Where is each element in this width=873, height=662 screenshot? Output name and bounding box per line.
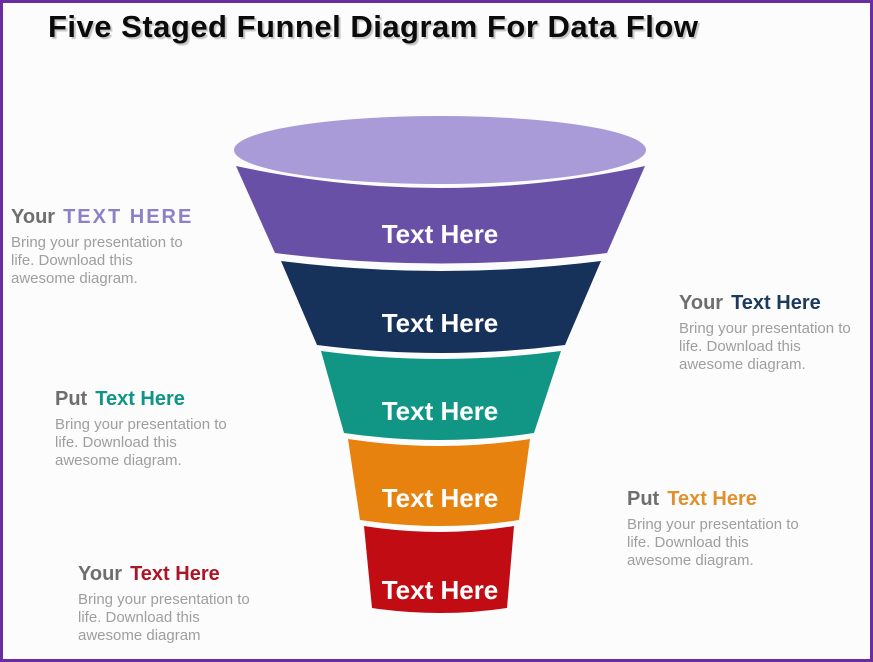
note-stage-5: Your Text Here Bring your presentation to… — [78, 563, 293, 645]
page-title: Five Staged Funnel Diagram For Data Flow — [48, 9, 699, 44]
funnel-stage-1-shape — [236, 166, 645, 264]
note-stage-3-body: Bring your presentation to life. Downloa… — [55, 416, 227, 469]
funnel-stage-5: Text Here — [364, 526, 514, 613]
note-stage-5-prefix: Your — [78, 563, 123, 585]
note-stage-4-highlight: Text Here — [667, 488, 757, 510]
note-stage-4-body: Bring your presentation to life. Downloa… — [627, 516, 799, 569]
note-stage-5-body: Bring your presentation to life. Downloa… — [78, 591, 250, 644]
funnel-stage-1-label: Text Here — [382, 219, 499, 249]
funnel-stage-2-label: Text Here — [382, 308, 499, 338]
funnel-stage-4: Text Here — [348, 439, 530, 526]
funnel-stage-5-shape — [364, 526, 514, 613]
note-stage-1: Your TEXT HERE Bring your presentation to… — [11, 206, 226, 288]
note-stage-3: Put Text Here Bring your presentation to … — [55, 388, 270, 470]
note-stage-5-heading: Your Text Here — [78, 563, 293, 586]
note-stage-2-heading: Your Text Here — [679, 292, 870, 315]
note-stage-2: Your Text Here Bring your presentation to… — [679, 292, 870, 374]
note-stage-2-highlight: Text Here — [731, 292, 821, 314]
funnel-stage-2: Text Here — [281, 261, 601, 353]
funnel-stage-3-label: Text Here — [382, 396, 499, 426]
funnel-top-ellipse — [234, 116, 646, 184]
note-stage-1-prefix: Your — [11, 206, 56, 228]
note-stage-3-prefix: Put — [55, 388, 88, 410]
note-stage-4-prefix: Put — [627, 488, 660, 510]
note-stage-1-highlight: TEXT HERE — [63, 206, 194, 228]
note-stage-2-body: Bring your presentation to life. Downloa… — [679, 320, 851, 373]
note-stage-1-body: Bring your presentation to life. Downloa… — [11, 234, 183, 287]
funnel-stage-2-shape — [281, 261, 601, 353]
note-stage-1-heading: Your TEXT HERE — [11, 206, 226, 229]
note-stage-4-heading: Put Text Here — [627, 488, 842, 511]
note-stage-2-prefix: Your — [679, 292, 724, 314]
funnel-diagram: Text Here Text Here Text Here Text Here … — [234, 116, 646, 613]
funnel-stage-3-shape — [321, 351, 561, 440]
note-stage-4: Put Text Here Bring your presentation to … — [627, 488, 842, 570]
note-stage-5-highlight: Text Here — [130, 563, 220, 585]
note-stage-3-heading: Put Text Here — [55, 388, 270, 411]
funnel-stage-1: Text Here — [236, 166, 645, 264]
funnel-stage-3: Text Here — [321, 351, 561, 440]
funnel-stage-5-label: Text Here — [382, 575, 499, 605]
funnel-stage-4-label: Text Here — [382, 483, 499, 513]
note-stage-3-highlight: Text Here — [95, 388, 185, 410]
funnel-stage-4-shape — [348, 439, 530, 526]
